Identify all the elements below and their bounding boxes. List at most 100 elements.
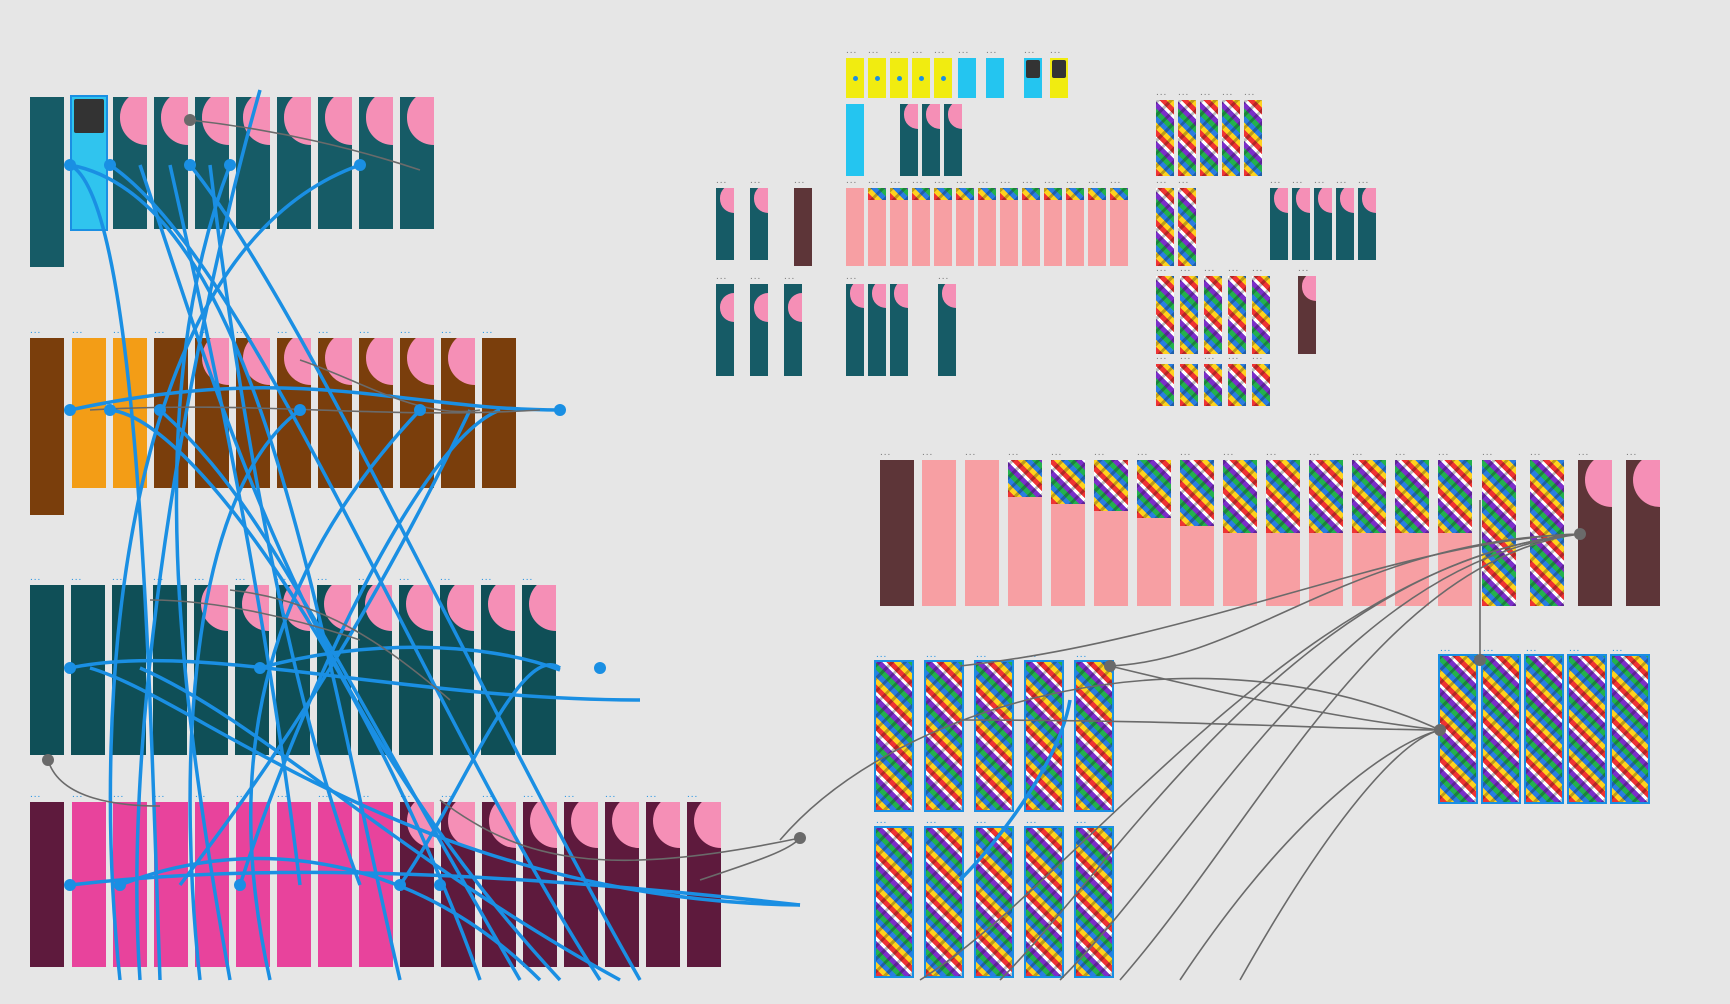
artboard[interactable] bbox=[1524, 654, 1564, 804]
artboard[interactable] bbox=[874, 826, 914, 978]
artboard[interactable] bbox=[938, 284, 956, 376]
artboard[interactable] bbox=[1024, 826, 1064, 978]
artboard[interactable] bbox=[1266, 460, 1300, 606]
artboard[interactable] bbox=[1223, 460, 1257, 606]
artboard[interactable] bbox=[1438, 460, 1472, 606]
artboard[interactable] bbox=[956, 188, 974, 266]
artboard-title[interactable]: ... bbox=[1358, 175, 1370, 186]
artboard[interactable] bbox=[716, 188, 734, 260]
artboard[interactable] bbox=[30, 802, 64, 967]
artboard[interactable] bbox=[1336, 188, 1354, 260]
artboard[interactable] bbox=[1088, 188, 1106, 266]
artboard[interactable] bbox=[318, 97, 352, 229]
artboard-title[interactable]: ... bbox=[1395, 447, 1407, 458]
artboard-title[interactable]: ... bbox=[934, 45, 946, 56]
artboard-title[interactable]: ... bbox=[112, 572, 124, 583]
artboard-title[interactable]: ... bbox=[113, 325, 125, 336]
artboard-title[interactable]: ... bbox=[1026, 815, 1038, 826]
artboard-title[interactable]: ... bbox=[912, 45, 924, 56]
artboard[interactable] bbox=[986, 58, 1004, 98]
artboard[interactable] bbox=[716, 284, 734, 376]
artboard-title[interactable]: ... bbox=[784, 271, 796, 282]
artboard-title[interactable]: ... bbox=[868, 45, 880, 56]
artboard[interactable] bbox=[1314, 188, 1332, 260]
artboard[interactable] bbox=[1022, 188, 1040, 266]
artboard-title[interactable]: ... bbox=[1088, 175, 1100, 186]
artboard[interactable] bbox=[1051, 460, 1085, 606]
artboard-title[interactable]: ... bbox=[1482, 447, 1494, 458]
artboard[interactable] bbox=[934, 188, 952, 266]
artboard-title[interactable]: ... bbox=[1252, 263, 1264, 274]
artboard-title[interactable]: ... bbox=[1022, 175, 1034, 186]
artboard-title[interactable]: ... bbox=[1530, 447, 1542, 458]
artboard-title[interactable]: ... bbox=[358, 572, 370, 583]
artboard-title[interactable]: ... bbox=[522, 572, 534, 583]
artboard[interactable] bbox=[922, 460, 956, 606]
artboard-title[interactable]: ... bbox=[1352, 447, 1364, 458]
artboard[interactable] bbox=[30, 585, 64, 755]
artboard-title[interactable]: ... bbox=[318, 325, 330, 336]
artboard-title[interactable]: ... bbox=[978, 175, 990, 186]
artboard[interactable] bbox=[1610, 654, 1650, 804]
artboard[interactable] bbox=[1626, 460, 1660, 606]
artboard[interactable] bbox=[1156, 276, 1174, 354]
artboard[interactable] bbox=[1244, 100, 1262, 176]
artboard[interactable] bbox=[1438, 654, 1478, 804]
artboard[interactable] bbox=[794, 188, 812, 266]
artboard-title[interactable]: ... bbox=[1178, 87, 1190, 98]
artboard-title[interactable]: ... bbox=[277, 325, 289, 336]
artboard[interactable] bbox=[846, 284, 864, 376]
artboard-title[interactable]: ... bbox=[750, 271, 762, 282]
artboard-title[interactable]: ... bbox=[1204, 351, 1216, 362]
artboard-title[interactable]: ... bbox=[846, 271, 858, 282]
artboard-title[interactable]: ... bbox=[30, 789, 42, 800]
artboard[interactable] bbox=[784, 284, 802, 376]
artboard-title[interactable]: ... bbox=[1000, 175, 1012, 186]
artboard[interactable] bbox=[318, 338, 352, 488]
artboard[interactable] bbox=[974, 826, 1014, 978]
artboard[interactable] bbox=[70, 95, 108, 231]
artboard[interactable] bbox=[646, 802, 680, 967]
artboard-title[interactable]: ... bbox=[1076, 815, 1088, 826]
artboard-title[interactable]: ... bbox=[922, 447, 934, 458]
artboard[interactable] bbox=[1156, 100, 1174, 176]
artboard-title[interactable]: ... bbox=[1204, 263, 1216, 274]
artboard[interactable] bbox=[1180, 364, 1198, 406]
artboard[interactable] bbox=[113, 97, 147, 229]
artboard-title[interactable]: ... bbox=[564, 789, 576, 800]
artboard-title[interactable]: ... bbox=[399, 572, 411, 583]
artboard-title[interactable]: ... bbox=[934, 175, 946, 186]
artboard[interactable] bbox=[1178, 100, 1196, 176]
artboard-title[interactable]: ... bbox=[523, 789, 535, 800]
artboard-title[interactable]: ... bbox=[976, 649, 988, 660]
artboard[interactable] bbox=[974, 660, 1014, 812]
artboard-title[interactable]: ... bbox=[794, 175, 806, 186]
artboard-title[interactable]: ... bbox=[1156, 175, 1168, 186]
artboard-title[interactable]: ... bbox=[1051, 447, 1063, 458]
artboard-title[interactable]: ... bbox=[1156, 263, 1168, 274]
artboard-title[interactable]: ... bbox=[30, 572, 42, 583]
artboard-title[interactable]: ... bbox=[1526, 643, 1538, 654]
artboard-title[interactable]: ... bbox=[482, 789, 494, 800]
artboard[interactable] bbox=[1395, 460, 1429, 606]
artboard-title[interactable]: ... bbox=[876, 649, 888, 660]
artboard-title[interactable]: ... bbox=[1180, 447, 1192, 458]
artboard[interactable] bbox=[1482, 460, 1516, 606]
artboard-title[interactable]: ... bbox=[1266, 447, 1278, 458]
artboard-title[interactable]: ... bbox=[441, 789, 453, 800]
artboard-title[interactable]: ... bbox=[1156, 351, 1168, 362]
artboard-title[interactable]: ... bbox=[1336, 175, 1348, 186]
artboard[interactable] bbox=[1352, 460, 1386, 606]
artboard[interactable] bbox=[924, 826, 964, 978]
artboard-title[interactable]: ... bbox=[1228, 351, 1240, 362]
artboard-title[interactable]: ... bbox=[876, 815, 888, 826]
artboard[interactable] bbox=[400, 97, 434, 229]
artboard-title[interactable]: ... bbox=[1024, 45, 1036, 56]
artboard-title[interactable]: ... bbox=[1292, 175, 1304, 186]
artboard[interactable] bbox=[1000, 188, 1018, 266]
artboard[interactable] bbox=[890, 188, 908, 266]
artboard-title[interactable]: ... bbox=[359, 789, 371, 800]
artboard-title[interactable]: ... bbox=[1180, 351, 1192, 362]
artboard-title[interactable]: ... bbox=[938, 271, 950, 282]
